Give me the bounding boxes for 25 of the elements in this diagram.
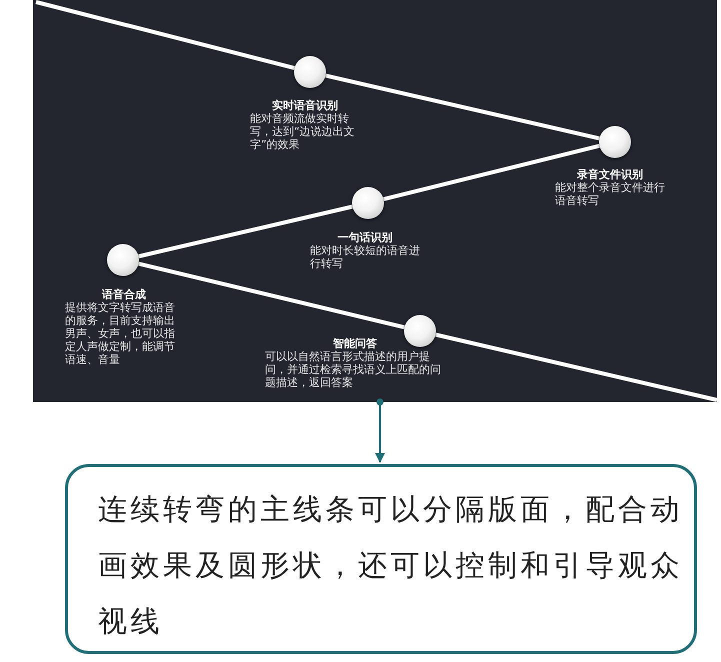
- step-heading: 录音文件识别: [576, 167, 644, 182]
- zigzag-line: [36, 0, 295, 70]
- zigzag-line: [325, 74, 600, 140]
- step-heading: 实时语音识别: [271, 98, 339, 112]
- step-heading: 语音合成: [100, 287, 147, 302]
- arrow: [375, 398, 385, 463]
- circle-marker: [404, 315, 436, 347]
- step-description: 可以以自然语言形式描述的用户提问，并通过检索寻找语义上匹配的问题描述，返回答案: [265, 350, 442, 389]
- circle-marker: [107, 244, 139, 276]
- step-description: 提供将文字转写成语音的服务，目前支持输出男声、女声，也可以指定人声做定制，能调节语速、音量: [65, 301, 176, 366]
- zigzag-line: [435, 332, 718, 402]
- zigzag-line: [138, 262, 405, 330]
- zigzag-line: [383, 144, 600, 202]
- step-description: 能对音频流做实时转写，达到“边说边出文字”的效果: [250, 112, 356, 151]
- zigzag-line: [138, 204, 353, 258]
- circle-marker: [599, 126, 631, 158]
- step-heading: 智能问答: [332, 336, 378, 350]
- step-heading: 一句话识别: [336, 230, 394, 245]
- callout-box: [65, 464, 697, 654]
- dark-panel: [33, 0, 717, 402]
- circle-marker: [352, 187, 384, 219]
- step-description: 能对整个录音文件进行语音转写: [555, 181, 666, 207]
- callout-text: 连续转弯的主线条可以分隔版面，配合动画效果及圆形状，还可以控制和引导观众视线: [98, 491, 683, 640]
- circle-marker: [294, 56, 326, 88]
- step-description: 能对时长较短的语音进行转写: [310, 244, 421, 270]
